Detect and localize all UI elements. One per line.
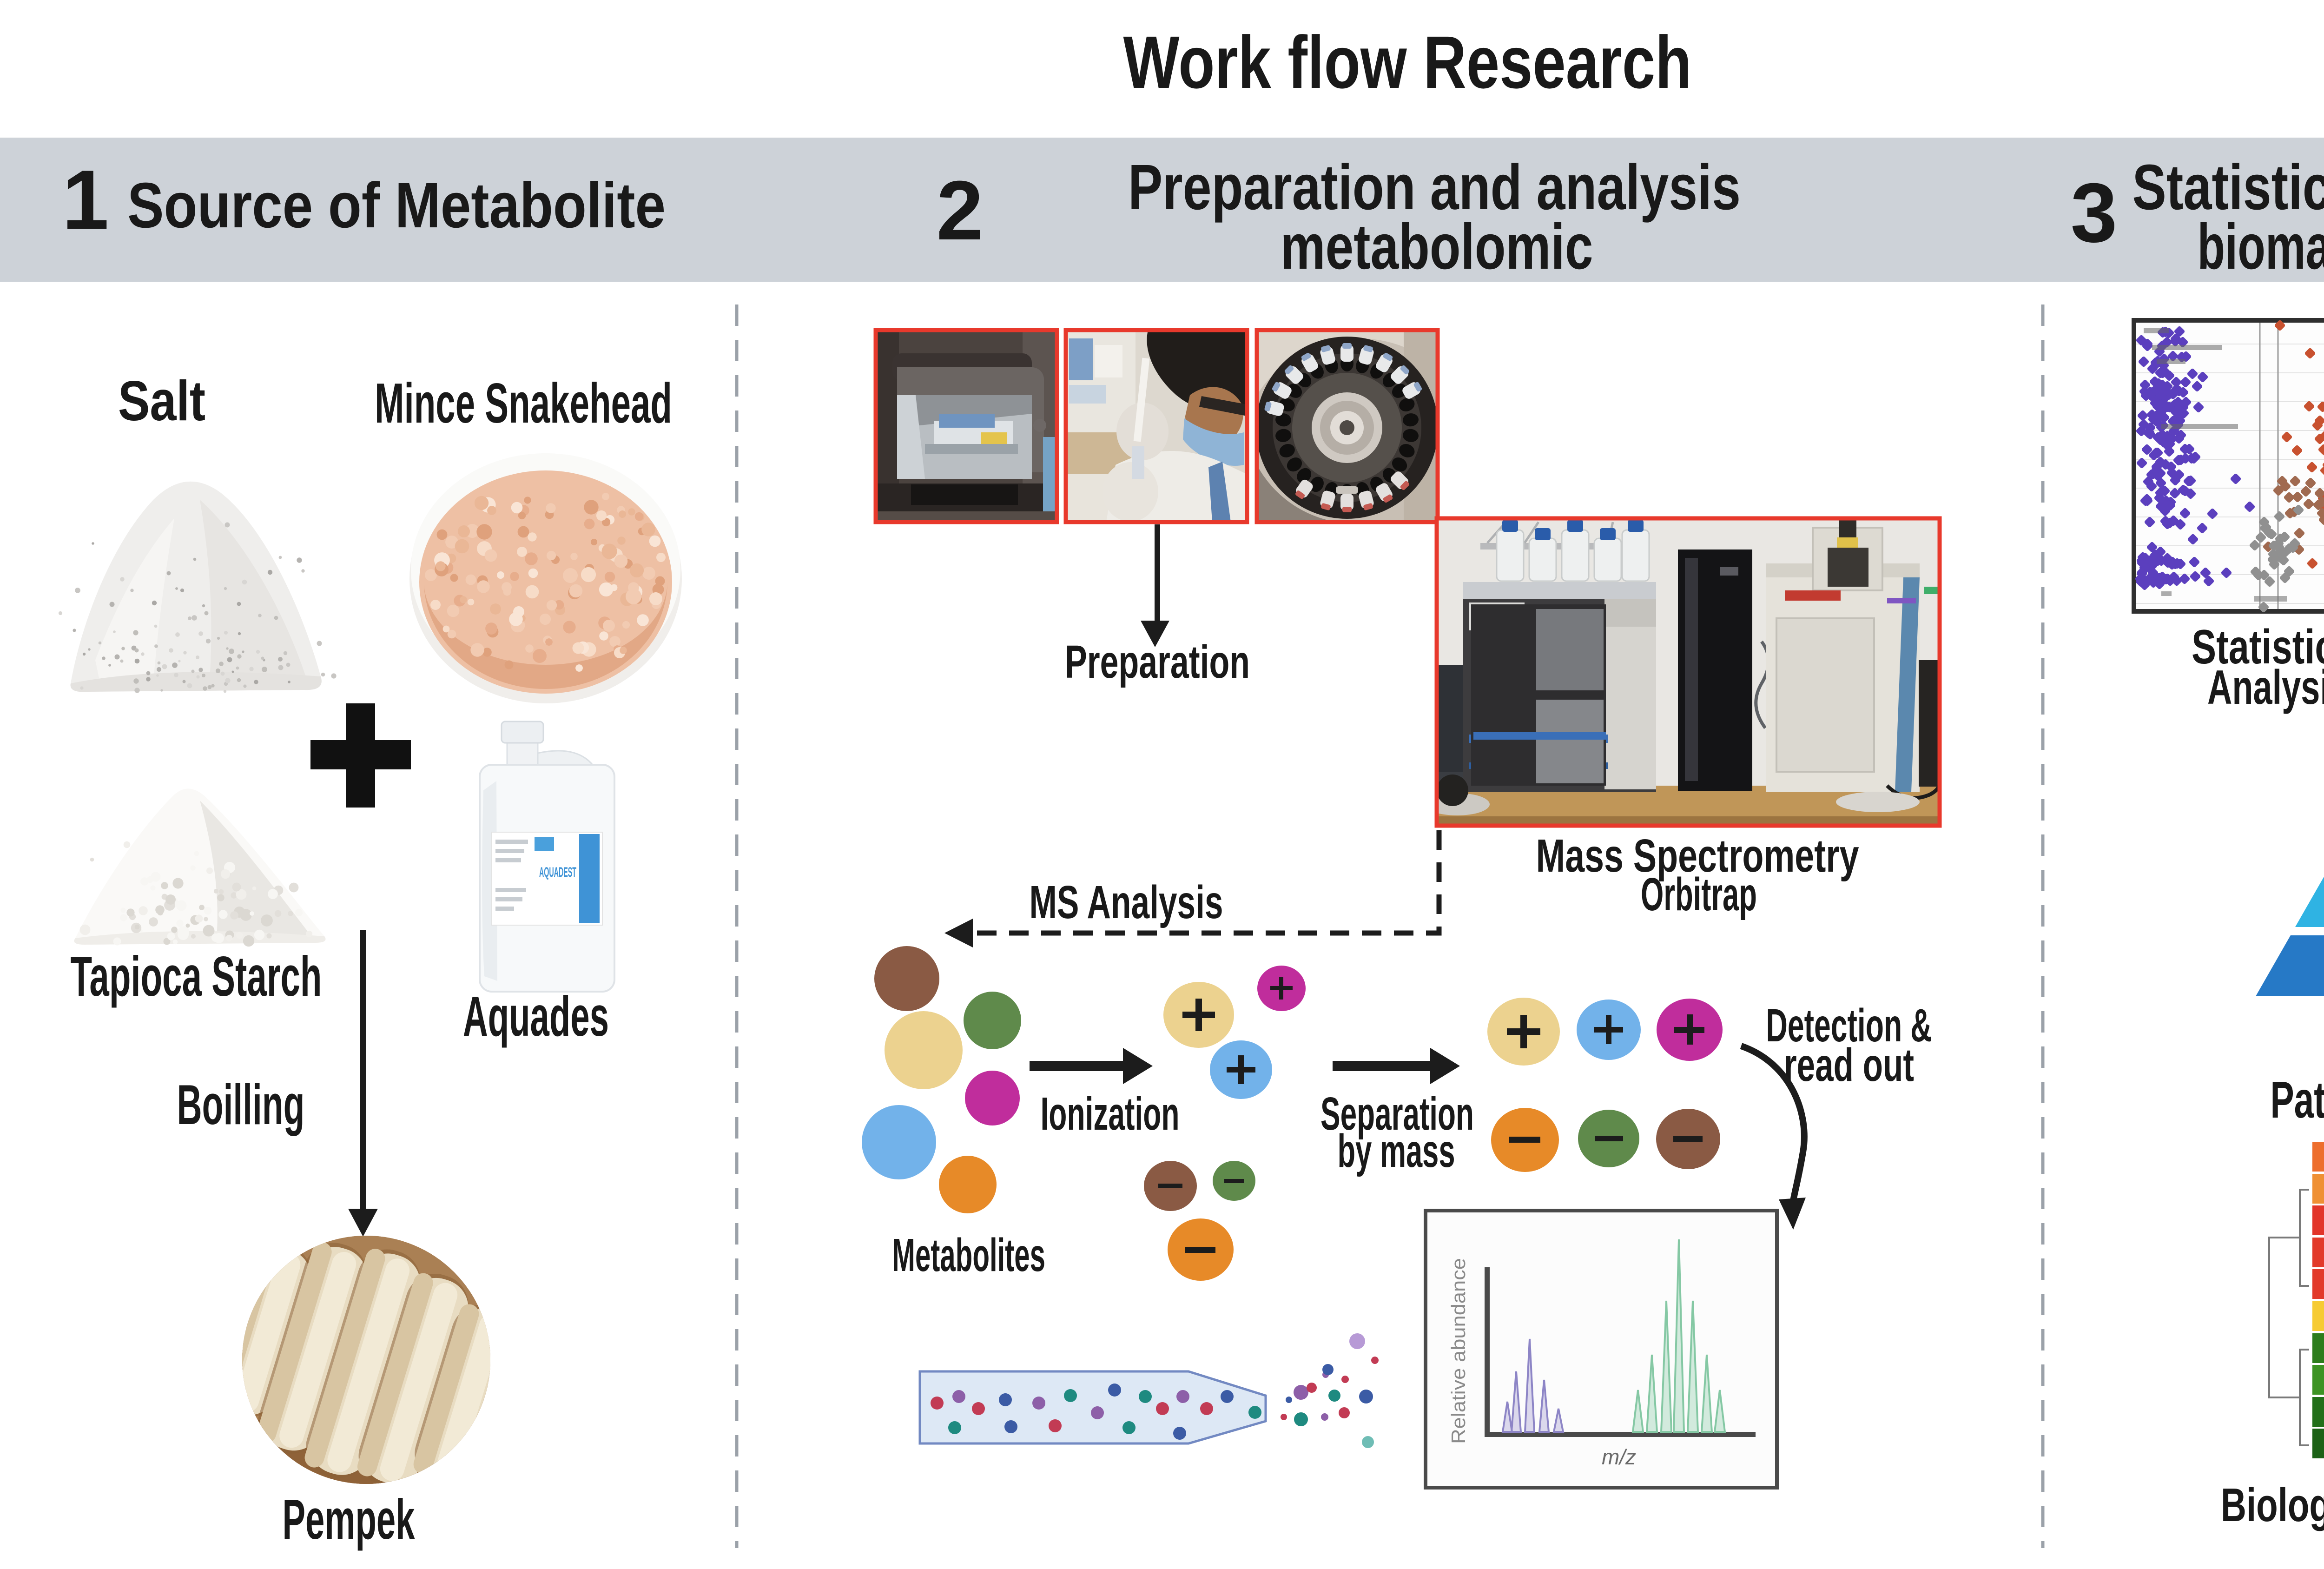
svg-text:3: 3 — [2071, 166, 2118, 260]
svg-text:Ionization: Ionization — [1041, 1088, 1180, 1140]
svg-text:Mince Snakehead: Mince Snakehead — [375, 371, 672, 435]
svg-text:Preparation and analysis: Preparation and analysis — [1128, 152, 1741, 223]
svg-text:Detection &: Detection & — [1766, 1000, 1932, 1052]
svg-text:Salt: Salt — [118, 369, 205, 432]
svg-text:metabolomic: metabolomic — [1281, 211, 1593, 283]
svg-text:by mass: by mass — [1338, 1125, 1455, 1177]
svg-text:Metabolites: Metabolites — [892, 1229, 1045, 1281]
svg-text:m/z: m/z — [1602, 1445, 1636, 1469]
svg-text:Pempek: Pempek — [283, 1488, 415, 1551]
svg-text:read out: read out — [1784, 1039, 1914, 1091]
svg-text:biomarker discovery: biomarker discovery — [2198, 211, 2324, 283]
svg-text:Relative abundance: Relative abundance — [1447, 1258, 1469, 1444]
svg-text:2: 2 — [937, 164, 984, 258]
svg-text:Source of Metabolite: Source of Metabolite — [127, 170, 666, 241]
svg-text:Boilling: Boilling — [177, 1073, 305, 1136]
svg-text:AQUADEST: AQUADEST — [539, 865, 576, 880]
svg-text:Orbitrap: Orbitrap — [1641, 868, 1757, 920]
svg-text:Statistical Analysis and: Statistical Analysis and — [2133, 152, 2324, 223]
svg-text:MS Analysis: MS Analysis — [1030, 876, 1223, 928]
svg-text:Statistical: Statistical — [2192, 620, 2324, 674]
svg-text:Biological Interpratation: Biological Interpratation — [2221, 1479, 2324, 1531]
svg-text:Separation: Separation — [1320, 1088, 1474, 1140]
svg-text:Aquades: Aquades — [463, 985, 609, 1048]
svg-text:Analysis: Analysis — [2207, 661, 2324, 715]
svg-text:Pathway Analysis: Pathway Analysis — [2271, 1071, 2324, 1129]
svg-text:1: 1 — [62, 153, 109, 247]
svg-text:Tapioca Starch: Tapioca Starch — [71, 945, 322, 1008]
svg-text:Preparation: Preparation — [1065, 636, 1250, 688]
svg-text:Work flow Research: Work flow Research — [1123, 20, 1692, 104]
svg-text:Mass Spectrometry: Mass Spectrometry — [1536, 830, 1859, 882]
